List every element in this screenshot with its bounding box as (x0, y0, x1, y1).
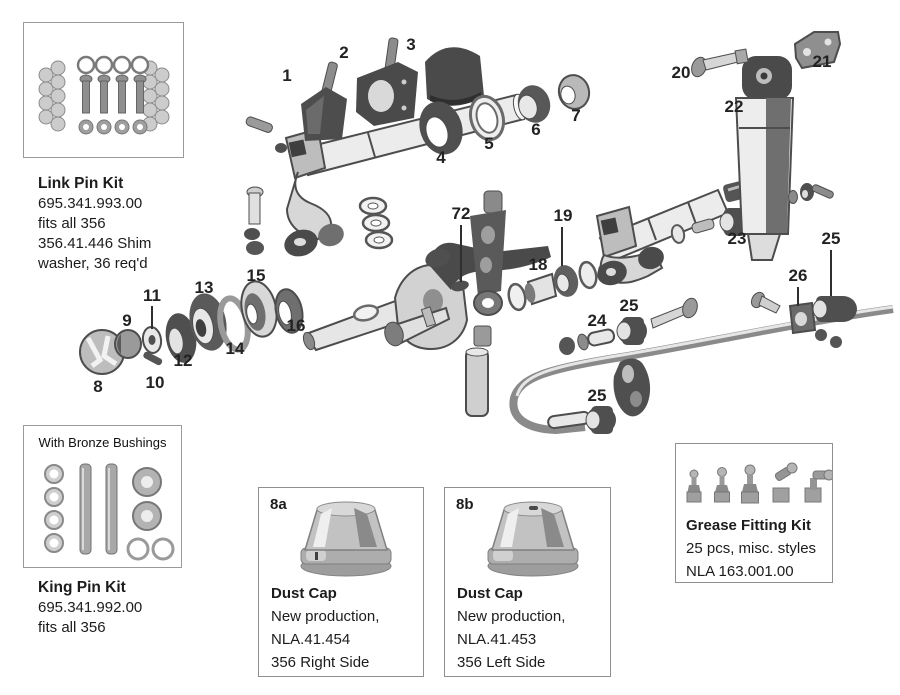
dust-cap-left-photo (487, 501, 579, 577)
callout-leader-26-26 (797, 287, 799, 306)
part-callout-26-26: 26 (788, 266, 808, 285)
dust-cap-right-box: 8a Dust Cap New production, NLA.41.454 3… (258, 487, 424, 677)
king-pin-kit-fitment: fits all 356 (38, 619, 106, 636)
dust-cap-right-id-label: 8a (270, 496, 287, 513)
part-callout-2-1: 2 (339, 43, 349, 62)
grease-fitting-kit-part-number: NLA 163.001.00 (686, 563, 794, 580)
dust-cap-left-line-production: New production, (457, 608, 566, 625)
link-pin-kit-part-number: 695.341.993.00 (38, 195, 143, 212)
link-pin-kit-shim-number: 356.41.446 Shim (38, 235, 152, 252)
link-pin-kit-shim-note: washer, 36 req'd (38, 255, 148, 272)
sway-bar-end-hardware-illustration (750, 291, 857, 348)
link-pin-kit-photo-box (23, 22, 184, 158)
part-callout-16-15: 16 (286, 316, 306, 335)
seal-and-bushing-row-illustration (419, 74, 591, 155)
rubber-cap-illustration (425, 47, 484, 106)
link-pin-kit-photo (38, 55, 170, 135)
part-callout-3-2: 3 (406, 35, 416, 54)
callout-leader-11-10 (151, 306, 153, 329)
dust-cap-left-id-label: 8b (456, 496, 474, 513)
dust-cap-left-box: 8b Dust Cap New production, NLA.41.453 3… (444, 487, 611, 677)
king-pin-link-illustration (425, 190, 506, 417)
part-callout-1-0: 1 (282, 66, 292, 85)
grease-fitting-kit-title: Grease Fitting Kit (686, 517, 812, 534)
part-callout-9-8: 9 (122, 311, 132, 330)
part-callout-20-18: 20 (671, 63, 691, 82)
bump-stop-illustration (301, 61, 347, 141)
part-callout-19-17: 19 (553, 206, 573, 225)
callout-leader-19-17 (561, 227, 563, 266)
king-pin-kit-box-label: With Bronze Bushings (38, 435, 167, 450)
dust-cap-left-title: Dust Cap (457, 585, 523, 602)
mount-bracket-illustration (356, 37, 418, 126)
part-callout-8-7: 8 (93, 377, 103, 396)
part-callout-4-3: 4 (436, 148, 446, 167)
part-callout-14-13: 14 (225, 339, 245, 358)
dust-cap-right-caption: Dust Cap New production, NLA.41.454 356 … (271, 582, 379, 674)
part-callout-15-14: 15 (246, 266, 266, 285)
part-callout-5-4: 5 (484, 134, 494, 153)
shock-absorber-illustration (734, 56, 834, 261)
king-pin-kit-title: King Pin Kit (38, 579, 126, 596)
part-callout-7-6: 7 (571, 106, 581, 125)
dust-cap-left-caption: Dust Cap New production, NLA.41.453 356 … (457, 582, 565, 674)
part-callout-23-21: 23 (727, 229, 747, 248)
dust-cap-right-line-production: New production, (271, 608, 380, 625)
part-callout-18-16: 18 (528, 255, 548, 274)
king-pin-kit-caption: King Pin Kit 695.341.992.00 fits all 356 (38, 577, 248, 638)
tie-rod-bolt-illustration (384, 306, 451, 347)
callout-leader-25-24 (830, 250, 832, 296)
grease-fitting-kit-contents: 25 pcs, misc. styles (686, 540, 817, 557)
sway-bar-illustration (509, 305, 894, 435)
shim-washer-stack-illustration (358, 196, 394, 250)
upper-right-torsion-arm-illustration (595, 179, 752, 286)
dust-cap-right-side: 356 Right Side (271, 654, 370, 671)
part-callout-12-11: 12 (173, 351, 193, 370)
sway-bar-link-hardware-illustration (547, 297, 698, 434)
shock-bolt-and-bracket-illustration (691, 31, 842, 78)
part-callout-22-20: 22 (724, 97, 744, 116)
dust-cap-left-side: 356 Left Side (457, 654, 546, 671)
part-callout-25-24: 25 (821, 229, 841, 248)
link-pin-kit-fitment: fits all 356 (38, 215, 106, 232)
dust-cap-right-title: Dust Cap (271, 585, 337, 602)
callout-leader-72-27 (460, 225, 462, 282)
part-callout-10-9: 10 (145, 373, 165, 392)
king-pin-kit-photo (44, 463, 175, 561)
link-pin-kit-title: Link Pin Kit (38, 175, 124, 192)
part-callout-25-25: 25 (587, 386, 607, 405)
part-callout-11-10: 11 (143, 286, 161, 305)
link-pin-bolt-illustration (244, 186, 264, 255)
grease-fitting-kit-photo (686, 462, 832, 504)
part-callout-25-23: 25 (619, 296, 639, 315)
part-callout-24-22: 24 (587, 311, 607, 330)
part-callout-6-5: 6 (531, 120, 541, 139)
grease-fittings (686, 462, 832, 504)
dust-cap-left-part-number: NLA.41.453 (457, 631, 537, 648)
dust-cap-right-photo (300, 501, 392, 577)
grease-fitting-kit-box: Grease Fitting Kit 25 pcs, misc. styles … (675, 443, 833, 583)
dust-cap-right-part-number: NLA.41.454 (271, 631, 351, 648)
part-callout-13-12: 13 (194, 278, 214, 297)
part-callout-21-19: 21 (812, 52, 832, 71)
king-pin-kit-part-number: 695.341.992.00 (38, 599, 143, 616)
king-pin-kit-photo-box: With Bronze Bushings (23, 425, 182, 568)
link-pin-kit-caption: Link Pin Kit 695.341.993.00 fits all 356… (38, 173, 248, 274)
bearing-chain-illustration (79, 280, 304, 375)
part-callout-72-27: 72 (451, 204, 471, 223)
grease-fitting-kit-caption: Grease Fitting Kit 25 pcs, misc. styles … (686, 514, 816, 583)
